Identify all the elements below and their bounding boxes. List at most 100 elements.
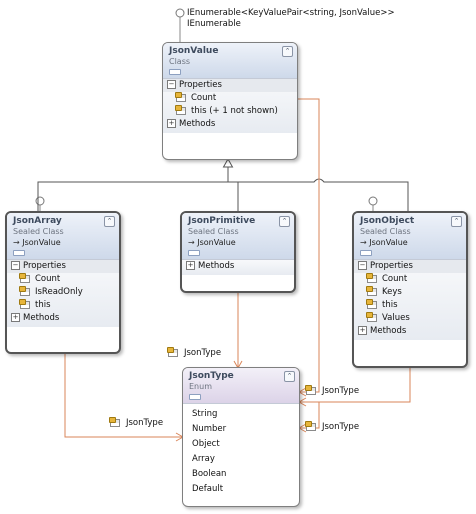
property-item[interactable]: Count bbox=[354, 272, 466, 286]
property-icon bbox=[366, 311, 377, 322]
property-icon bbox=[366, 285, 377, 296]
inherits-arrow-icon: → bbox=[360, 238, 367, 247]
association-label-array[interactable]: JsonType bbox=[109, 416, 163, 429]
enum-icon bbox=[189, 394, 201, 400]
enum-value[interactable]: Number bbox=[192, 424, 227, 434]
class-shape-jsonobject[interactable]: JsonObject Sealed Class → JsonValue ⌃ −P… bbox=[352, 211, 468, 368]
class-icon bbox=[13, 250, 25, 256]
association-label-text: JsonType bbox=[322, 386, 360, 396]
base-class-name: JsonValue bbox=[197, 238, 236, 247]
compartment-label: Properties bbox=[179, 80, 222, 90]
enum-kind: Enum bbox=[189, 382, 212, 391]
inheritance-connector bbox=[37, 167, 409, 211]
enum-value[interactable]: Default bbox=[192, 484, 224, 494]
methods-compartment-toggle[interactable]: +Methods bbox=[354, 325, 466, 338]
compartment-label: Properties bbox=[23, 261, 66, 271]
shape-header[interactable]: JsonPrimitive Sealed Class → JsonValue ⌃ bbox=[182, 213, 294, 260]
collapse-shape-icon[interactable]: ⌃ bbox=[282, 46, 293, 57]
methods-compartment-toggle[interactable]: +Methods bbox=[163, 118, 297, 131]
property-icon bbox=[175, 91, 186, 102]
interface-name-generic: IEnumerable<KeyValuePair<string, JsonVal… bbox=[187, 8, 395, 18]
shape-header[interactable]: JsonType Enum ⌃ bbox=[183, 368, 299, 404]
methods-compartment-toggle[interactable]: +Methods bbox=[182, 260, 294, 273]
shape-header[interactable]: JsonArray Sealed Class → JsonValue ⌃ bbox=[7, 213, 119, 260]
property-item[interactable]: this bbox=[354, 298, 466, 312]
association-label-value[interactable]: JsonType bbox=[305, 420, 360, 433]
property-icon bbox=[19, 298, 30, 309]
interface-names: IEnumerable<KeyValuePair<string, JsonVal… bbox=[187, 8, 395, 30]
class-kind: Sealed Class bbox=[13, 227, 64, 236]
collapse-shape-icon[interactable]: ⌃ bbox=[279, 216, 290, 227]
property-name: this bbox=[35, 300, 51, 310]
property-item[interactable]: this bbox=[7, 298, 119, 312]
base-class-name: JsonValue bbox=[369, 238, 408, 247]
property-icon bbox=[175, 104, 186, 115]
enum-value[interactable]: Array bbox=[192, 454, 215, 464]
property-item[interactable]: this (+ 1 not shown) bbox=[163, 104, 297, 118]
association-label-text: JsonType bbox=[322, 422, 360, 432]
methods-compartment-toggle[interactable]: +Methods bbox=[7, 312, 119, 325]
class-icon bbox=[169, 69, 181, 75]
enum-value[interactable]: Boolean bbox=[192, 469, 227, 479]
expand-section-icon[interactable]: + bbox=[186, 261, 195, 270]
collapse-section-icon[interactable]: − bbox=[167, 80, 176, 89]
property-name: Count bbox=[35, 274, 61, 284]
property-icon bbox=[109, 416, 120, 427]
property-item[interactable]: Keys bbox=[354, 285, 466, 299]
properties-compartment-toggle[interactable]: −Properties bbox=[7, 260, 119, 273]
class-kind: Sealed Class bbox=[360, 227, 411, 236]
base-class: → JsonValue bbox=[188, 238, 289, 248]
property-icon bbox=[366, 272, 377, 283]
enum-value[interactable]: String bbox=[192, 409, 218, 419]
compartment-label: Methods bbox=[179, 119, 216, 129]
properties-compartment-toggle[interactable]: −Properties bbox=[354, 260, 466, 273]
inherits-arrow-icon: → bbox=[188, 238, 195, 247]
shape-header[interactable]: JsonObject Sealed Class → JsonValue ⌃ bbox=[354, 213, 466, 260]
base-class: → JsonValue bbox=[13, 238, 114, 248]
property-icon bbox=[366, 298, 377, 309]
inherits-arrow-icon: → bbox=[13, 238, 20, 247]
collapse-shape-icon[interactable]: ⌃ bbox=[284, 371, 295, 382]
property-icon bbox=[305, 384, 316, 395]
base-class: → JsonValue bbox=[360, 238, 461, 248]
class-name: JsonArray bbox=[13, 216, 62, 226]
property-item[interactable]: IsReadOnly bbox=[7, 285, 119, 299]
compartment-label: Properties bbox=[370, 261, 413, 271]
expand-section-icon[interactable]: + bbox=[358, 326, 367, 335]
association-label-object[interactable]: JsonType bbox=[305, 384, 360, 397]
class-kind: Class bbox=[169, 57, 191, 66]
association-label-primitive[interactable]: JsonType bbox=[167, 346, 221, 359]
enum-shape-jsontype[interactable]: JsonType Enum ⌃ String Number Object Arr… bbox=[182, 367, 300, 507]
collapse-section-icon[interactable]: − bbox=[11, 261, 20, 270]
property-icon bbox=[19, 285, 30, 296]
property-name: Count bbox=[382, 274, 408, 284]
interface-lollipop-jsonobject bbox=[368, 196, 378, 206]
property-item[interactable]: Count bbox=[7, 272, 119, 286]
collapse-shape-icon[interactable]: ⌃ bbox=[104, 216, 115, 227]
property-icon bbox=[19, 272, 30, 283]
compartment-label: Methods bbox=[23, 313, 60, 323]
property-item[interactable]: Count bbox=[163, 91, 297, 105]
property-name: this bbox=[382, 300, 398, 310]
property-name: IsReadOnly bbox=[35, 287, 83, 297]
class-shape-jsonarray[interactable]: JsonArray Sealed Class → JsonValue ⌃ −Pr… bbox=[5, 211, 121, 354]
enum-value[interactable]: Object bbox=[192, 439, 220, 449]
interface-lollipop-jsonarray bbox=[35, 196, 45, 206]
class-icon bbox=[360, 250, 372, 256]
class-name: JsonObject bbox=[360, 216, 415, 226]
property-name: Count bbox=[191, 93, 217, 103]
collapse-section-icon[interactable]: − bbox=[358, 261, 367, 270]
shape-header[interactable]: JsonValue Class ⌃ bbox=[163, 43, 297, 79]
properties-compartment-toggle[interactable]: −Properties bbox=[163, 79, 297, 92]
property-icon bbox=[167, 346, 178, 357]
class-shape-jsonvalue[interactable]: JsonValue Class ⌃ −Properties Count this… bbox=[162, 42, 298, 160]
collapse-shape-icon[interactable]: ⌃ bbox=[451, 216, 462, 227]
interface-name-nongeneric: IEnumerable bbox=[187, 19, 241, 29]
property-item[interactable]: Values bbox=[354, 311, 466, 325]
association-line-jsonobject bbox=[300, 351, 411, 403]
compartment-label: Methods bbox=[370, 326, 407, 336]
class-shape-jsonprimitive[interactable]: JsonPrimitive Sealed Class → JsonValue ⌃… bbox=[180, 211, 296, 293]
expand-section-icon[interactable]: + bbox=[167, 119, 176, 128]
expand-section-icon[interactable]: + bbox=[11, 313, 20, 322]
